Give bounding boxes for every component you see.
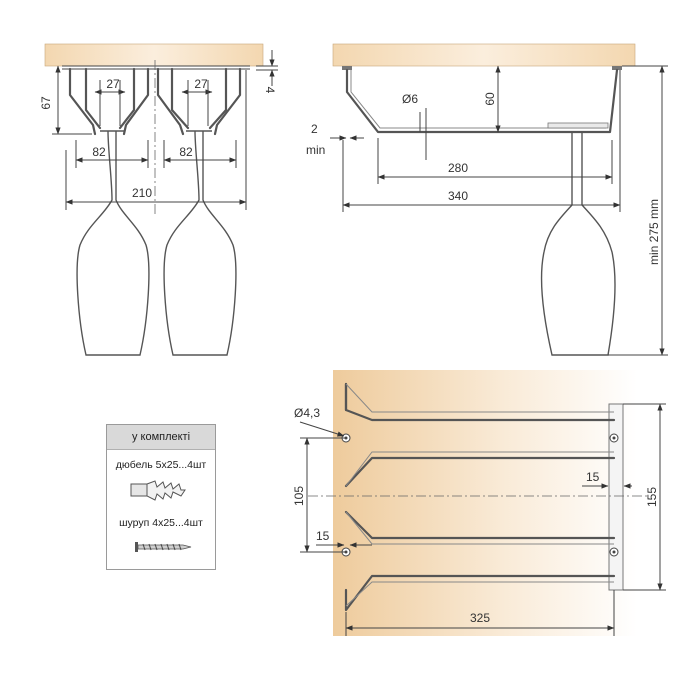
kit-box: у комплекті дюбель 5х25...4шт шуруп 4х25… bbox=[106, 424, 216, 570]
front-glass-right bbox=[163, 130, 237, 356]
dim-67: 67 bbox=[39, 96, 53, 110]
dim-340: 340 bbox=[448, 189, 468, 203]
dim-280: 280 bbox=[448, 161, 468, 175]
dim-27-left: 27 bbox=[106, 77, 120, 91]
dim-105: 105 bbox=[292, 486, 306, 506]
front-glass-left bbox=[76, 130, 150, 356]
dim-82-left: 82 bbox=[92, 145, 106, 159]
dim-4: 4 bbox=[263, 87, 277, 94]
front-shelf-board bbox=[44, 43, 264, 67]
dim-155: 155 bbox=[645, 487, 659, 507]
dowel-icon bbox=[130, 480, 186, 501]
side-view: Ø6 60 2 min 280 340 min 275 mm bbox=[306, 43, 668, 356]
kit-dowel-label: дюбель 5х25...4шт bbox=[115, 459, 207, 471]
top-view: Ø4,3 105 15 15 155 325 bbox=[292, 370, 666, 636]
top-shelf-board bbox=[333, 370, 637, 636]
dim-gap-2: 2 bbox=[311, 122, 318, 136]
dim-82-right: 82 bbox=[179, 145, 193, 159]
dim-min-275: min 275 mm bbox=[647, 199, 661, 265]
dim-60: 60 bbox=[483, 92, 497, 106]
kit-title: у комплекті bbox=[107, 425, 215, 450]
dim-27-right: 27 bbox=[194, 77, 208, 91]
side-shelf-board bbox=[332, 43, 636, 67]
dim-15-left: 15 bbox=[316, 529, 330, 543]
kit-screw-label: шуруп 4х25...4шт bbox=[119, 517, 203, 529]
front-view: 67 27 27 82 82 210 4 bbox=[39, 43, 278, 356]
dim-rod-diameter: Ø6 bbox=[402, 92, 418, 106]
screw-icon bbox=[135, 542, 192, 552]
dim-15-right: 15 bbox=[586, 470, 600, 484]
dim-hole-diameter: Ø4,3 bbox=[294, 406, 320, 420]
dim-gap-min: min bbox=[306, 143, 325, 157]
dim-210: 210 bbox=[132, 186, 152, 200]
side-glass bbox=[540, 132, 616, 356]
dim-325: 325 bbox=[470, 611, 490, 625]
